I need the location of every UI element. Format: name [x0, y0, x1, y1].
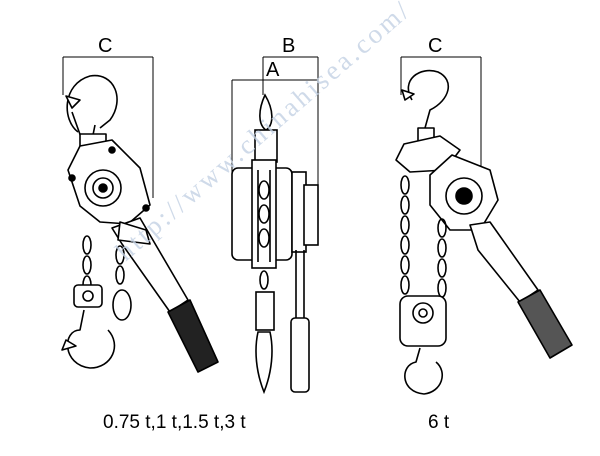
dimension-label-c-right: C [428, 35, 443, 57]
dimension-lines [62, 56, 482, 200]
left-hoist [61, 74, 219, 373]
right-hoist [395, 69, 573, 395]
caption-left-capacities: 0.75 t,1 t,1.5 t,3 t [103, 412, 246, 433]
right-chain [400, 175, 447, 298]
dimension-label-a: A [266, 59, 280, 81]
dimension-label-c-left: C [98, 35, 113, 57]
caption-right-capacity: 6 t [428, 412, 450, 433]
middle-hoist [231, 93, 319, 395]
dimension-label-b: B [282, 35, 296, 57]
